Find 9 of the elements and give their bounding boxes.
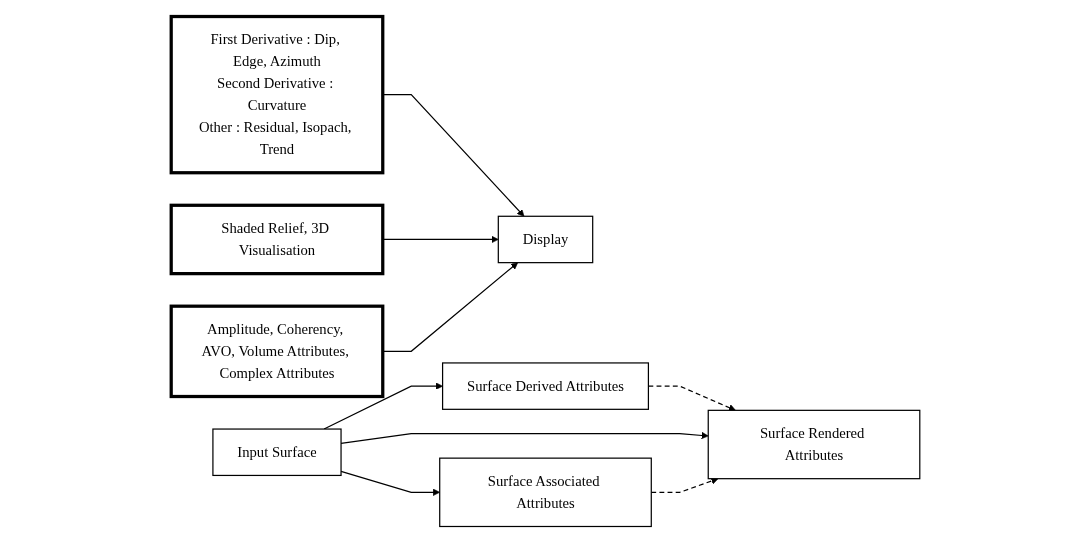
node-box: Amplitude, Coherency, AVO, Volume Attributes, Complex Attributes <box>169 304 385 399</box>
node-box: Display <box>497 215 594 264</box>
arrow <box>323 382 443 430</box>
node-box: Surface Associated Attributes <box>439 457 652 528</box>
node-box: First Derivative : Dip, Edge, Azimuth Second Derivative : Curvature Other : Residual, Isopach, Trend <box>169 14 385 175</box>
node-box: Input Surface <box>212 428 342 477</box>
node-box: Surface Derived Attributes <box>441 362 649 410</box>
node-box: Surface Rendered Attributes <box>707 409 921 480</box>
node-box: Shaded Relief, 3D Visualisation <box>169 203 385 276</box>
